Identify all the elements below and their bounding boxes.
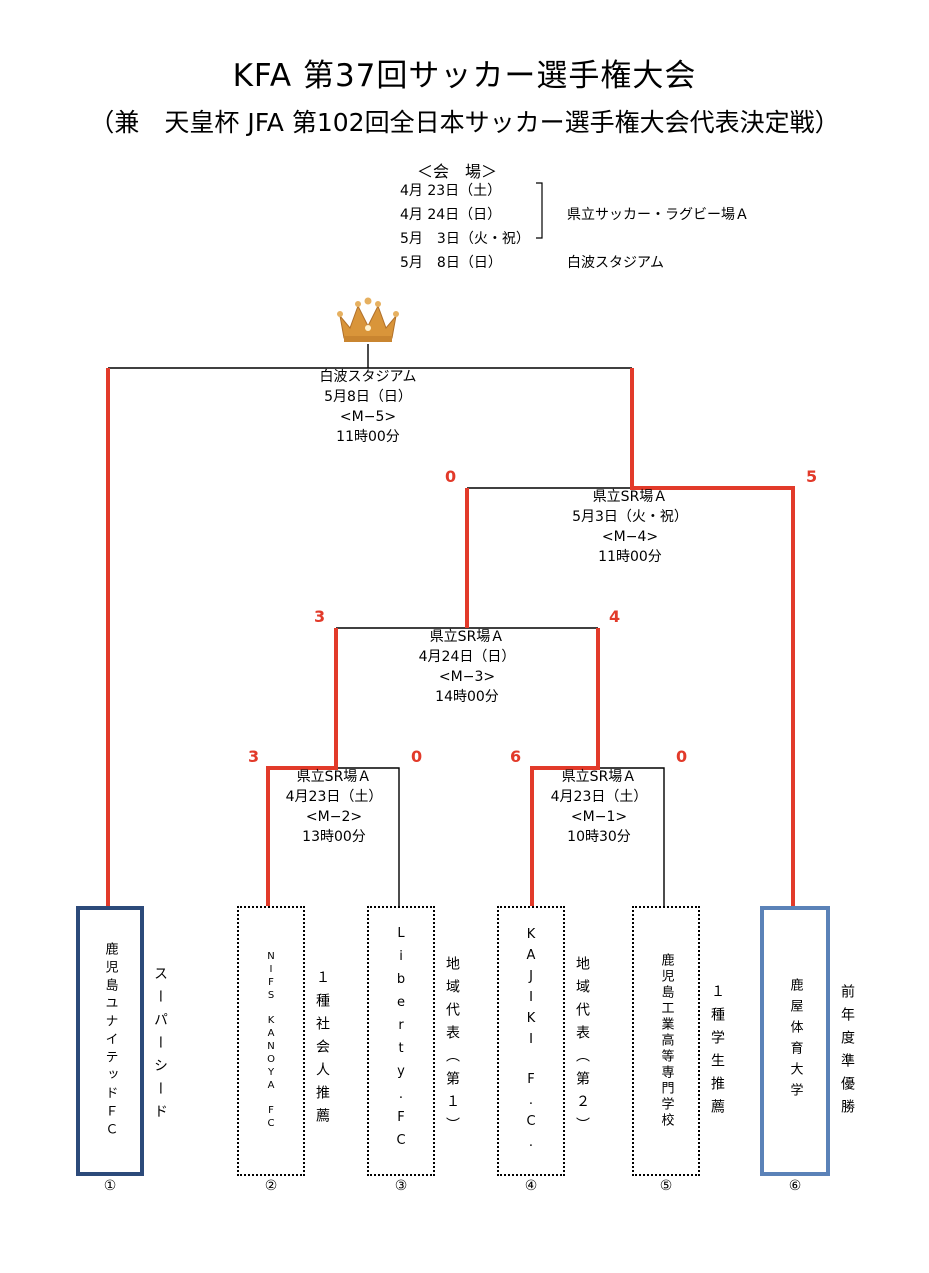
match-time: 11時00分 (336, 429, 400, 445)
team-name: 鹿屋体育大学 (787, 978, 803, 1104)
winner-path-team6 (630, 368, 795, 906)
score-m4-right: 5 (806, 467, 818, 486)
team-box-4: KAJIKI F.C. (497, 906, 565, 1176)
match-venue: 県立SR場Ａ (296, 769, 372, 785)
score-m2-right: 0 (411, 747, 423, 766)
team-name: KAJIKI F.C. (523, 926, 539, 1156)
team-note: 前年度準優勝 (839, 984, 855, 1122)
team-number: ③ (394, 1178, 408, 1194)
team-box-3: Liberty.FC (367, 906, 435, 1176)
team-name: 鹿児島ユナイテッドＦＣ (102, 942, 118, 1140)
team-name: 鹿児島工業高等専門学校 (658, 953, 674, 1129)
team-note: 地域代表（第２） (574, 956, 590, 1140)
winner-path-m1 (530, 628, 600, 906)
team-note: 地域代表（第１） (444, 956, 460, 1140)
team-box-2: NIFS KANOYA FC (237, 906, 305, 1176)
match-code: <M−3> (438, 669, 496, 685)
score-m3-left: 3 (314, 607, 326, 626)
team-box-6: 鹿屋体育大学 (760, 906, 830, 1176)
page-title: KFA 第37回サッカー選手権大会 (232, 58, 697, 94)
page-subtitle: （兼 天皇杯 JFA 第102回全日本サッカー選手権大会代表決定戦） (89, 108, 840, 137)
team-number: ④ (524, 1178, 538, 1194)
team-box-1: 鹿児島ユナイテッドＦＣ (76, 906, 144, 1176)
match-time: 14時00分 (435, 689, 499, 705)
match-m1-info: 県立SR場Ａ 4月23日（土） <M−1> 10時30分 (509, 767, 689, 847)
score-m2-left: 3 (248, 747, 260, 766)
match-m4-info: 県立SR場Ａ 5月3日（火・祝） <M−4> 11時00分 (540, 487, 720, 567)
match-code: <M−4> (601, 529, 659, 545)
match-venue: 県立SR場Ａ (429, 629, 505, 645)
venue-brace (536, 182, 543, 239)
match-m5-info: 白波スタジアム 5月8日（日） <M−5> 11時00分 (278, 367, 458, 447)
score-m1-left: 6 (510, 747, 522, 766)
match-m3-info: 県立SR場Ａ 4月24日（日） <M−3> 14時00分 (377, 627, 557, 707)
venue-place: 県立サッカー・ラグビー場Ａ (567, 207, 749, 223)
team-note: １種学生推薦 (709, 984, 725, 1122)
match-venue: 県立SR場Ａ (592, 489, 668, 505)
match-code: <M−5> (339, 409, 397, 425)
venue-place: 白波スタジアム (567, 255, 665, 271)
match-date: 4月23日（土） (285, 789, 383, 805)
match-time: 13時00分 (302, 829, 366, 845)
match-time: 11時00分 (598, 549, 662, 565)
match-venue: 県立SR場Ａ (561, 769, 637, 785)
match-date: 5月3日（火・祝） (572, 509, 688, 525)
match-date: 5月8日（日） (324, 389, 412, 405)
match-time: 10時30分 (567, 829, 631, 845)
score-m1-right: 0 (676, 747, 688, 766)
team-name: NIFS KANOYA FC (265, 951, 277, 1131)
team-note: スーパーシード (152, 966, 168, 1127)
match-date: 4月23日（土） (550, 789, 648, 805)
winner-path-m2 (266, 628, 338, 906)
match-venue: 白波スタジアム (319, 369, 417, 385)
venue-date: 5月 3日（火・祝） (400, 231, 530, 247)
team-number: ⑤ (659, 1178, 673, 1194)
match-code: <M−1> (570, 809, 628, 825)
venue-date: 4月 24日（日） (400, 207, 502, 223)
score-m4-left: 0 (445, 467, 457, 486)
venue-header: ＜会 場＞ (417, 162, 498, 181)
team-note: １種社会人推薦 (314, 970, 330, 1131)
match-m2-info: 県立SR場Ａ 4月23日（土） <M−2> 13時00分 (244, 767, 424, 847)
team-box-5: 鹿児島工業高等専門学校 (632, 906, 700, 1176)
team-number: ② (264, 1178, 278, 1194)
crown-icon (337, 297, 399, 342)
match-code: <M−2> (305, 809, 363, 825)
team-number: ⑥ (788, 1178, 802, 1194)
team-number: ① (103, 1178, 117, 1194)
score-m3-right: 4 (609, 607, 621, 626)
team-name: Liberty.FC (393, 926, 409, 1156)
venue-date: 4月 23日（土） (400, 183, 502, 199)
match-date: 4月24日（日） (418, 649, 516, 665)
venue-date: 5月 8日（日） (400, 255, 502, 271)
